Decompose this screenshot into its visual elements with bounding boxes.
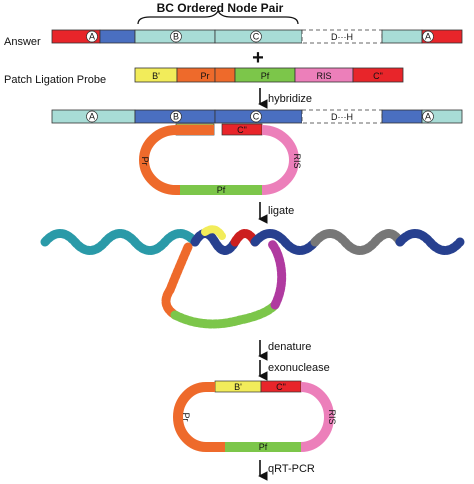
loop1-c-dprime: C" bbox=[237, 125, 247, 135]
node-label-b: B bbox=[173, 32, 179, 42]
hyb-node-c: C bbox=[253, 112, 260, 122]
node-circle-a-left bbox=[86, 30, 98, 43]
hyb-node-b: B bbox=[173, 112, 179, 122]
hyb-node-a: A bbox=[89, 112, 95, 122]
helix-navy-right bbox=[250, 229, 320, 255]
loop1-pr-text: Pr bbox=[140, 157, 150, 166]
loop2-ris-text: RIS bbox=[327, 409, 337, 424]
loop2-pr-arc bbox=[173, 382, 225, 452]
plus-sign: + bbox=[252, 47, 264, 69]
probe-strand: B' Pr Pf RIS C" bbox=[134, 67, 404, 83]
circular-probe-final: B' C" Pr Pf RIS bbox=[173, 380, 337, 452]
loop2-b-prime: B' bbox=[234, 382, 242, 392]
bc-ordered-node-pair-title: BC Ordered Node Pair bbox=[157, 1, 284, 15]
hyb-node-dh: D···H bbox=[331, 112, 353, 122]
loop1-pf-text: Pf bbox=[217, 185, 226, 195]
hybridized-strand: A B C D···H A bbox=[51, 109, 463, 124]
hyb-node-circle-a bbox=[86, 110, 98, 123]
helix-green-loop bbox=[170, 300, 280, 329]
step-ligate: ligate bbox=[268, 205, 294, 217]
hyb-node-a-right: A bbox=[425, 112, 431, 122]
node-circle-a-right bbox=[422, 30, 434, 43]
step-qrt-pcr: qRT-PCR bbox=[268, 463, 315, 475]
step-denature: denature bbox=[268, 341, 311, 353]
loop1-ris-text: RIS bbox=[292, 153, 302, 168]
probe-segment-pr-tail bbox=[214, 67, 236, 83]
probe-text-pf: Pf bbox=[261, 71, 270, 81]
loop2-ris-arc bbox=[300, 382, 334, 452]
step-hybridize: hybridize bbox=[268, 93, 312, 105]
node-label-dh: D···H bbox=[331, 32, 353, 42]
node-circle-b bbox=[170, 30, 182, 43]
probe-text-b-prime: B' bbox=[152, 71, 160, 81]
hyb-node-circle-b bbox=[170, 110, 182, 123]
node-circle-c bbox=[250, 30, 262, 43]
loop2-c-dprime: C" bbox=[276, 382, 286, 392]
dna-helix-illustration bbox=[40, 225, 465, 329]
hyb-segment-spacer bbox=[381, 109, 423, 124]
loop2-pr-text: Pr bbox=[181, 413, 191, 422]
helix-teal-left bbox=[40, 229, 200, 255]
helix-navy-mid bbox=[190, 229, 240, 255]
node-pair-bracket bbox=[137, 9, 299, 25]
loop2-pf-text: Pf bbox=[259, 442, 268, 452]
node-label-c: C bbox=[253, 32, 260, 42]
answer-spacer bbox=[99, 29, 136, 44]
answer-segment-a-right-light bbox=[381, 29, 423, 44]
helix-magenta-loop bbox=[267, 239, 287, 310]
step-exonuclease: exonuclease bbox=[268, 362, 330, 374]
helix-gray-segment bbox=[310, 229, 405, 255]
hyb-node-circle-c bbox=[250, 110, 262, 123]
node-label-a-left: A bbox=[89, 32, 95, 42]
helix-navy-end bbox=[395, 229, 465, 255]
helix-yellow-probe bbox=[201, 225, 226, 240]
circular-probe-hybridized: B' C" Pr Pf RIS bbox=[139, 123, 302, 195]
probe-label: Patch Ligation Probe bbox=[4, 74, 106, 86]
probe-segment-c-dprime bbox=[352, 67, 404, 83]
helix-orange-loop bbox=[161, 242, 193, 320]
loop1-pr-arc bbox=[139, 125, 214, 195]
loop1-ris-arc bbox=[261, 125, 299, 195]
probe-text-ris: RIS bbox=[316, 71, 331, 81]
probe-text-pr: Pr bbox=[201, 71, 210, 81]
node-label-a-right: A bbox=[425, 32, 431, 42]
answer-strand: A B C D···H A bbox=[51, 29, 463, 44]
answer-label: Answer bbox=[4, 36, 41, 48]
probe-text-c-dprime: C" bbox=[373, 71, 383, 81]
hyb-node-circle-a-right bbox=[422, 110, 434, 123]
